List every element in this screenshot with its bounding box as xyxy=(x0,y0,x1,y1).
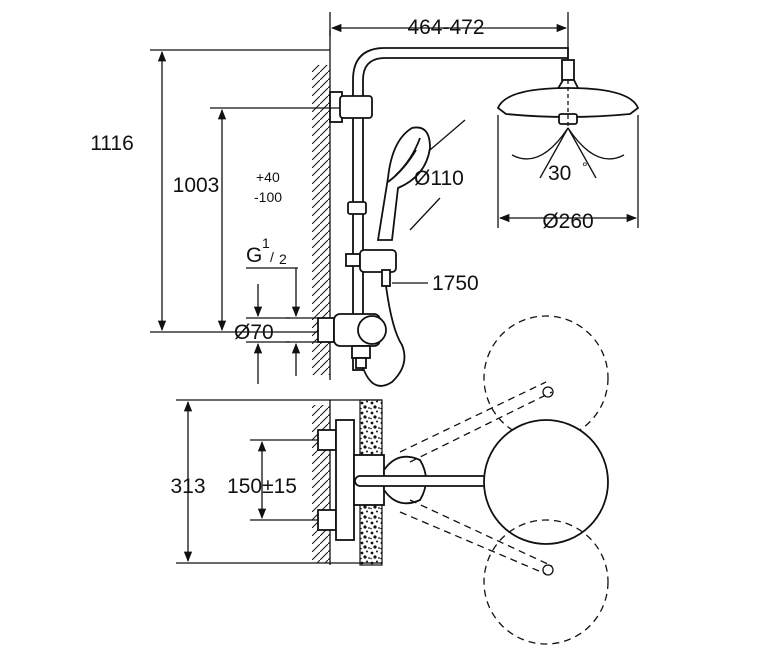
tolerance-plus: +40 xyxy=(256,169,280,185)
escutcheon-label: Ø70 xyxy=(234,321,274,344)
tolerance-minus: -100 xyxy=(254,189,282,205)
swivel-positions xyxy=(399,315,609,645)
dimension-mixer-to-head xyxy=(210,107,340,332)
dimension-total-height xyxy=(150,49,330,333)
thread-numerator: 1 xyxy=(262,235,270,251)
arm-reach-label: 464-472 xyxy=(407,16,484,39)
mixer-front xyxy=(286,313,387,369)
thread-slash: / xyxy=(270,249,274,265)
hand-shower xyxy=(376,119,466,241)
dimension-connection-centres xyxy=(250,439,318,521)
top-view: 313 150±15 xyxy=(170,315,609,645)
thread-denominator: 2 xyxy=(279,251,287,267)
head-tilt-unit: ° xyxy=(582,159,588,175)
head-tilt-label: 30 xyxy=(548,162,571,185)
thread-callout xyxy=(246,267,301,384)
slide-holder xyxy=(345,249,406,387)
mixer-depth-label: 313 xyxy=(170,475,205,498)
connection-centres-label: 150±15 xyxy=(227,475,297,498)
hand-shower-diameter-label: Ø110 xyxy=(414,167,464,190)
hose-length-label: 1750 xyxy=(432,272,479,295)
thread-g-label: G xyxy=(246,244,262,267)
head-shower xyxy=(496,59,640,179)
front-view: 464-472 1116 1003 +40 -100 G 1 / 2 xyxy=(90,12,640,387)
dimension-head-diameter xyxy=(497,115,639,228)
total-height-label: 1116 xyxy=(90,132,134,155)
mixer-to-head-label: 1003 xyxy=(173,174,220,197)
dimension-arm-reach xyxy=(329,12,569,60)
head-diameter-label: Ø260 xyxy=(542,210,593,233)
dimension-mixer-depth xyxy=(176,399,382,564)
